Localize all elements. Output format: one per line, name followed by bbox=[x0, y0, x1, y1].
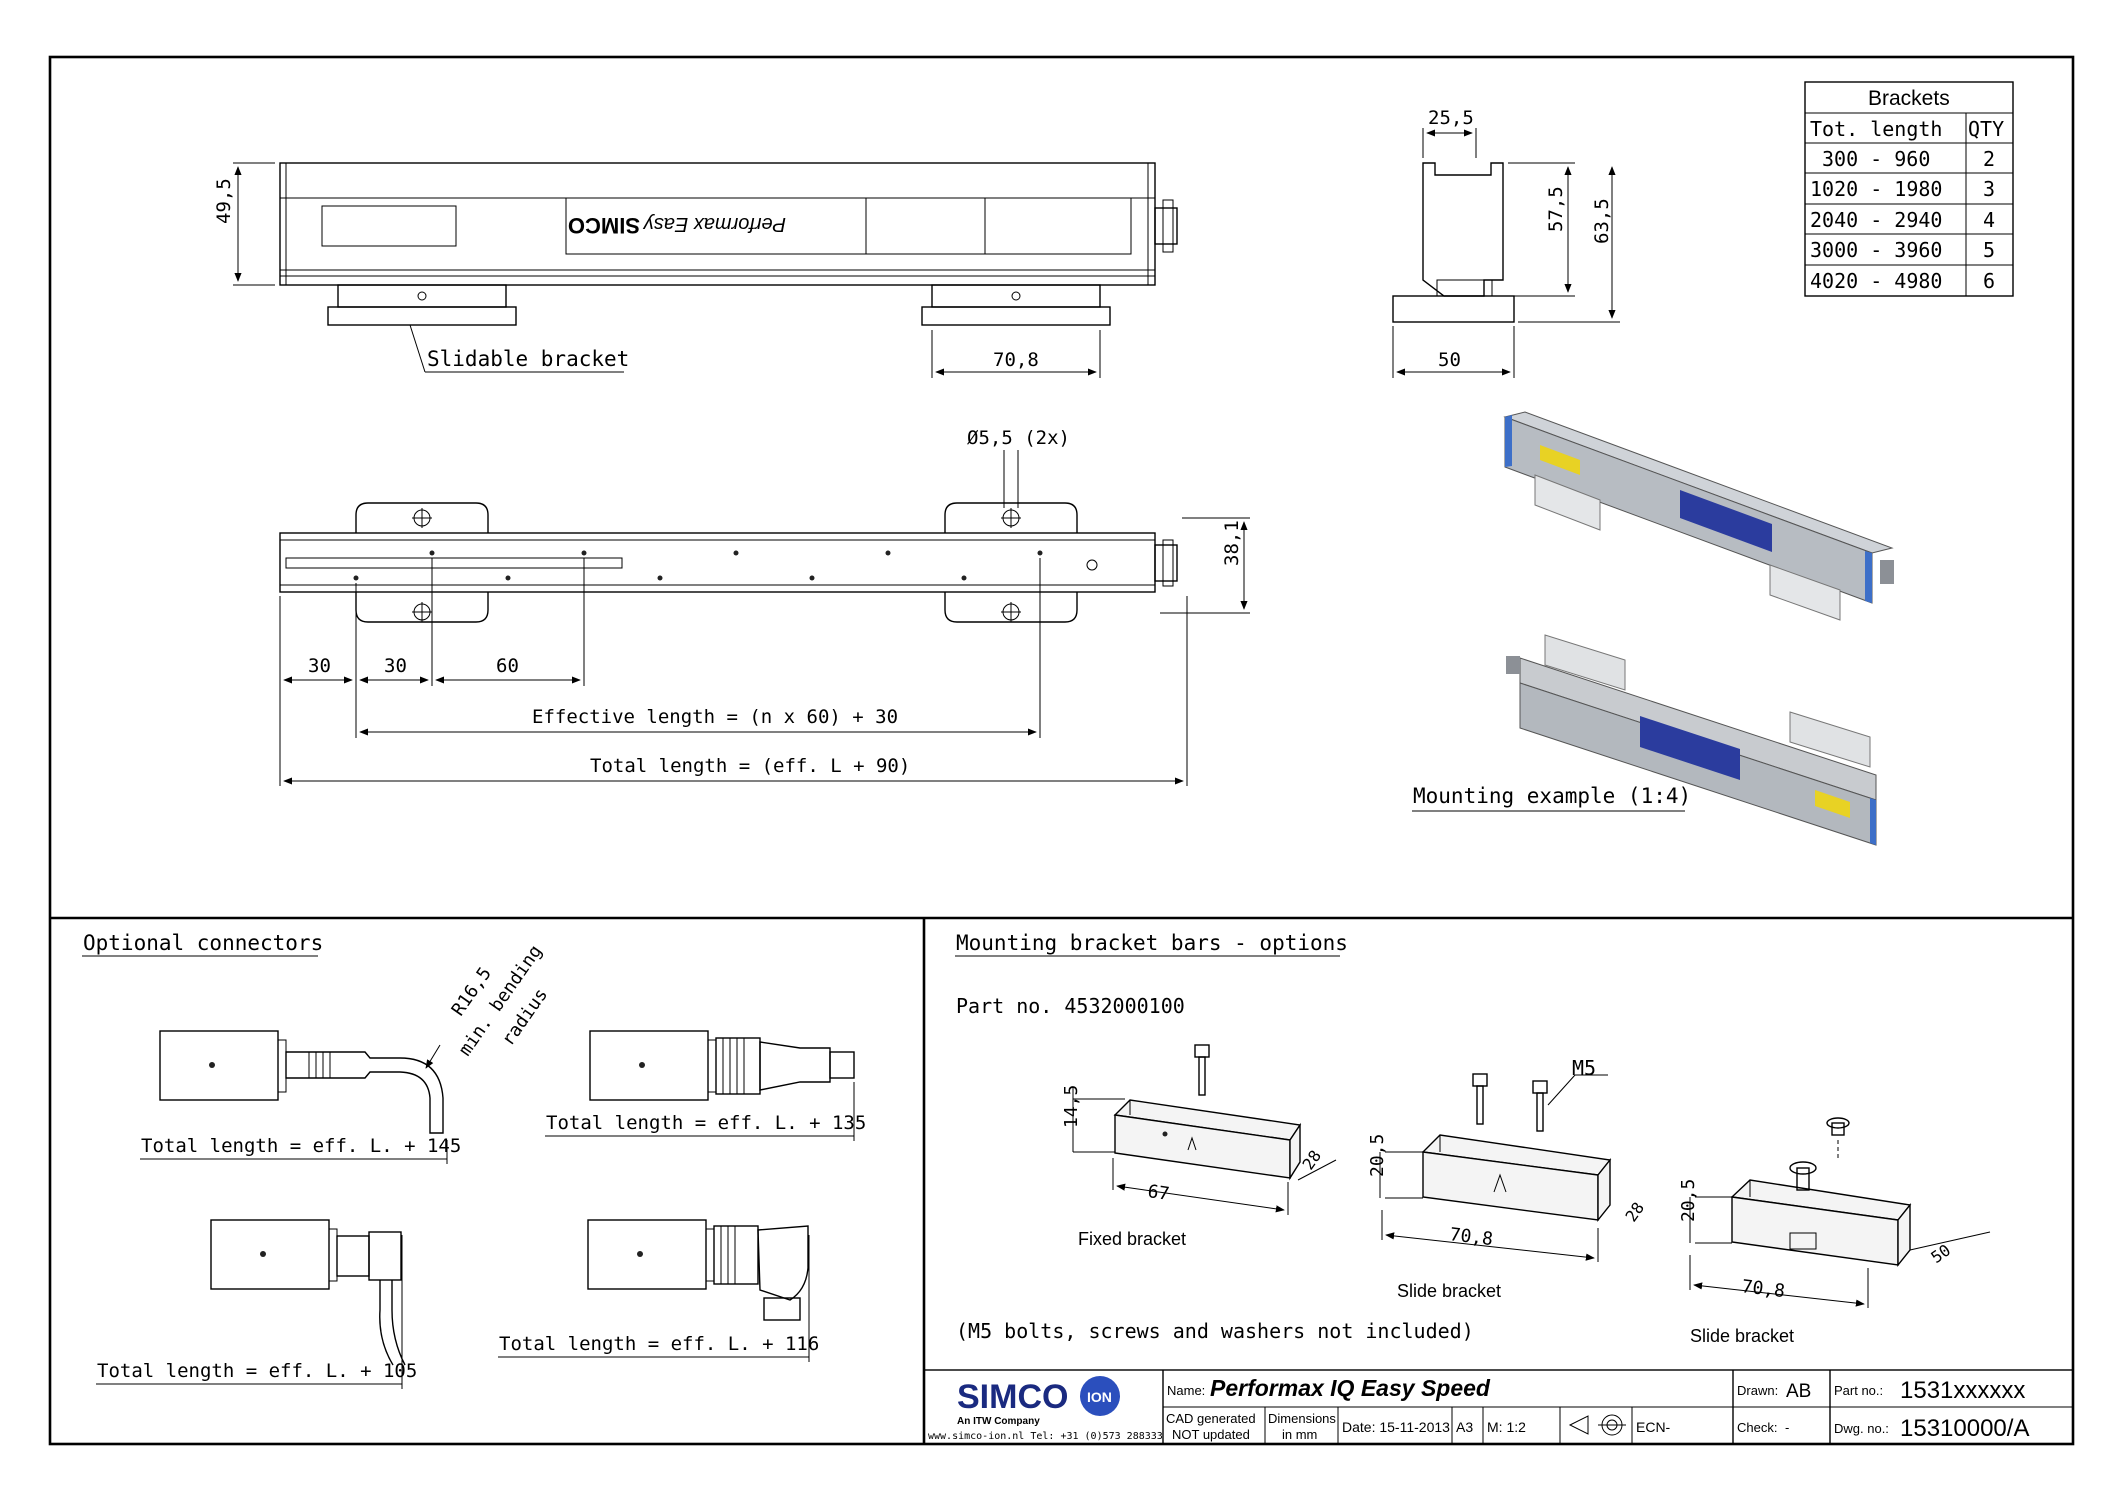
title-block: SIMCO ION An ITW Company www.simco-ion.n… bbox=[923, 1369, 2074, 1445]
not-updated: NOT updated bbox=[1172, 1427, 1250, 1442]
projection-symbol-icon bbox=[1568, 1414, 1626, 1436]
dim-30b: 30 bbox=[384, 655, 407, 677]
part-no-label: Part no.: bbox=[1834, 1383, 1883, 1398]
table-cell-qty: 4 bbox=[1983, 208, 1995, 232]
mounting-example-render: Mounting example (1:4) bbox=[1412, 411, 1894, 846]
dim-total-height: 63,5 bbox=[1591, 198, 1613, 244]
connector-3-length: Total length = eff. L. + 105 bbox=[97, 1360, 417, 1382]
fixed-width: 67 bbox=[1146, 1181, 1170, 1205]
dim-bracket-width: 70,8 bbox=[993, 349, 1039, 371]
dim-top-width: 25,5 bbox=[1428, 107, 1474, 129]
slide1-label: Slide bracket bbox=[1397, 1281, 1501, 1301]
simco-logo: SIMCO bbox=[957, 1378, 1068, 1416]
bracket-options: Mounting bracket bars - options Part no.… bbox=[955, 931, 1991, 1346]
part-number: 1531xxxxxx bbox=[1900, 1377, 2025, 1404]
fixed-height: 14,5 bbox=[1061, 1085, 1082, 1128]
optional-connectors: Optional connectors R16,5 min. bending r… bbox=[82, 931, 866, 1389]
m5-label: M5 bbox=[1572, 1056, 1596, 1080]
table-header-length: Tot. length bbox=[1810, 117, 1942, 141]
slide2-height: 20,5 bbox=[1678, 1179, 1699, 1222]
connector-4-length: Total length = eff. L. + 116 bbox=[499, 1333, 819, 1355]
table-cell-qty: 6 bbox=[1983, 269, 1995, 293]
fixed-depth: 28 bbox=[1298, 1147, 1325, 1174]
bar-label-brand: SIMCO bbox=[568, 213, 640, 238]
dim-base-width: 50 bbox=[1438, 349, 1461, 371]
dim-total-length: Total length = (eff. L + 90) bbox=[590, 755, 910, 777]
table-header-qty: QTY bbox=[1968, 117, 2004, 141]
table-cell-qty: 2 bbox=[1983, 147, 1995, 171]
table-cell-qty: 3 bbox=[1983, 177, 1995, 201]
slide2-label: Slide bracket bbox=[1690, 1326, 1794, 1346]
bolts-note: (M5 bolts, screws and washers not includ… bbox=[956, 1319, 1474, 1343]
table-cell-range: 300 - 960 bbox=[1822, 147, 1930, 171]
callout-slidable-bracket: Slidable bracket bbox=[427, 347, 629, 371]
check-value: - bbox=[1785, 1420, 1789, 1435]
company-contact: www.simco-ion.nl Tel: +31 (0)573 288333 bbox=[928, 1431, 1163, 1442]
part-no-line: Part no. 4532000100 bbox=[956, 994, 1185, 1018]
ion-logo-text: ION bbox=[1087, 1389, 1112, 1405]
slide2-width: 70,8 bbox=[1741, 1276, 1787, 1302]
drawing-number: 15310000/A bbox=[1900, 1415, 2029, 1442]
drawing-date: Date: 15-11-2013 bbox=[1342, 1419, 1450, 1435]
connector-1-length: Total length = eff. L. + 145 bbox=[141, 1135, 461, 1157]
name-label: Name: bbox=[1167, 1383, 1205, 1398]
table-cell-range: 4020 - 4980 bbox=[1810, 269, 1942, 293]
top-view: Ø5,5 (2x) 38,1 30 30 60 Effective length… bbox=[279, 427, 1250, 786]
front-view: SIMCO Performax Easy 49,5 70,8 Slidable … bbox=[213, 162, 1178, 378]
table-title: Brackets bbox=[1868, 87, 1950, 110]
ion-logo-icon bbox=[1080, 1376, 1120, 1416]
table-cell-range: 2040 - 2940 bbox=[1810, 208, 1942, 232]
drawn-label: Drawn: bbox=[1737, 1383, 1778, 1398]
connector-end bbox=[1154, 207, 1178, 245]
check-label: Check: bbox=[1737, 1420, 1777, 1435]
dim-height: 49,5 bbox=[213, 178, 235, 224]
dimensions-label: Dimensions bbox=[1268, 1411, 1336, 1426]
warning-label bbox=[321, 205, 457, 247]
sheet-format: A3 bbox=[1456, 1419, 1473, 1435]
connector-2-length: Total length = eff. L. + 135 bbox=[546, 1112, 866, 1134]
bracket-left bbox=[337, 284, 507, 308]
slide1-height: 20,5 bbox=[1367, 1134, 1388, 1177]
drawing-name: Performax IQ Easy Speed bbox=[1210, 1375, 1491, 1401]
spec-label bbox=[865, 197, 1132, 255]
bar-label-product: Performax Easy bbox=[643, 213, 786, 235]
mounting-example-label: Mounting example (1:4) bbox=[1413, 784, 1691, 808]
dim-effective-length: Effective length = (n x 60) + 30 bbox=[532, 706, 898, 728]
side-view: 25,5 57,5 63,5 50 bbox=[1392, 107, 1620, 378]
dimensions-unit: in mm bbox=[1282, 1427, 1317, 1442]
cad-generated: CAD generated bbox=[1166, 1411, 1256, 1426]
ecn-field: ECN- bbox=[1636, 1419, 1671, 1435]
drawn-by: AB bbox=[1786, 1381, 1811, 1402]
dim-hole: Ø5,5 (2x) bbox=[967, 427, 1070, 449]
table-cell-range: 1020 - 1980 bbox=[1810, 177, 1942, 201]
company-sub: An ITW Company bbox=[957, 1416, 1040, 1427]
connectors-title: Optional connectors bbox=[83, 931, 323, 955]
table-cell-range: 3000 - 3960 bbox=[1810, 238, 1942, 262]
slide2-depth: 50 bbox=[1927, 1240, 1954, 1267]
dim-60: 60 bbox=[496, 655, 519, 677]
slide1-width: 70,8 bbox=[1449, 1224, 1495, 1250]
fixed-bracket-label: Fixed bracket bbox=[1078, 1229, 1186, 1249]
slide1-depth: 28 bbox=[1621, 1199, 1648, 1226]
dwg-no-label: Dwg. no.: bbox=[1834, 1421, 1889, 1436]
bar-top bbox=[279, 532, 1156, 593]
dim-top-width: 38,1 bbox=[1221, 520, 1243, 566]
dim-30a: 30 bbox=[308, 655, 331, 677]
drawing-scale: M: 1:2 bbox=[1487, 1419, 1526, 1435]
brackets-table: Brackets Tot. length QTY 300 - 960 1020 … bbox=[1804, 81, 2014, 297]
bracket-right bbox=[931, 284, 1101, 308]
table-cell-qty: 5 bbox=[1983, 238, 1995, 262]
bracket-options-title: Mounting bracket bars - options bbox=[956, 931, 1348, 955]
dim-body-height: 57,5 bbox=[1545, 186, 1567, 232]
